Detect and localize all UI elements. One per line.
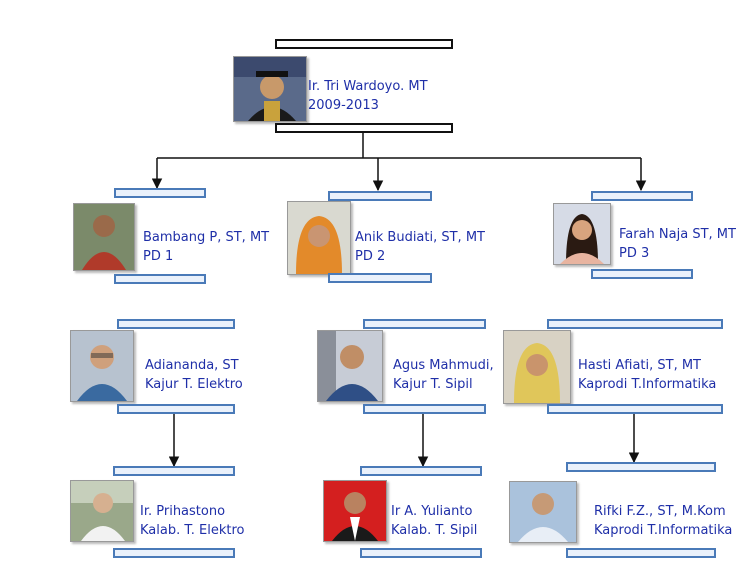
node-bar-top xyxy=(363,319,486,329)
node-bar-bottom xyxy=(275,123,453,133)
node-text: Agus Mahmudi, Kajur T. Sipil xyxy=(393,356,494,394)
node-role: 2009-2013 xyxy=(308,98,379,113)
node-role: Kalab. T. Sipil xyxy=(391,523,478,538)
node-bar-top xyxy=(566,462,716,472)
node-bar-bottom xyxy=(363,404,486,414)
node-bar-top xyxy=(114,188,206,198)
person-photo-icon xyxy=(73,203,135,271)
node-role: PD 2 xyxy=(355,249,386,264)
node-text: Bambang P, ST, MT PD 1 xyxy=(143,228,269,266)
person-photo-icon xyxy=(553,203,611,265)
person-photo-icon xyxy=(70,480,134,542)
node-name: Ir. Prihastono xyxy=(140,504,226,519)
node-bar-top xyxy=(275,39,453,49)
node-text: Adiananda, ST Kajur T. Elektro xyxy=(145,356,243,394)
node-name: Adiananda, ST xyxy=(145,358,239,373)
node-bar-bottom xyxy=(547,404,723,414)
node-text: Ir. Tri Wardoyo. MT 2009-2013 xyxy=(308,77,428,115)
node-bar-top xyxy=(328,191,432,201)
person-photo-icon xyxy=(323,480,387,542)
node-text: Farah Naja ST, MT PD 3 xyxy=(619,225,736,263)
node-bar-bottom xyxy=(114,274,206,284)
node-bar-top xyxy=(547,319,723,329)
node-role: Kaprodi T.Informatika xyxy=(578,377,717,392)
node-text: Anik Budiati, ST, MT PD 2 xyxy=(355,228,485,266)
node-name: Anik Budiati, ST, MT xyxy=(355,230,485,245)
node-bar-bottom xyxy=(117,404,235,414)
node-bar-top xyxy=(360,466,482,476)
node-bar-top xyxy=(113,466,235,476)
person-graduation-photo-icon xyxy=(233,56,307,122)
node-text: Ir A. Yulianto Kalab. T. Sipil xyxy=(391,502,477,540)
node-bar-bottom xyxy=(566,548,716,558)
node-name: Bambang P, ST, MT xyxy=(143,230,270,245)
node-role: PD 1 xyxy=(143,249,174,264)
node-text: Rifki F.Z., ST, M.Kom Kaprodi T.Informat… xyxy=(594,502,732,540)
node-bar-bottom xyxy=(591,269,693,279)
node-role: Kalab. T. Elektro xyxy=(140,523,245,538)
person-photo-icon xyxy=(70,330,134,402)
node-role: Kajur T. Sipil xyxy=(393,377,473,392)
node-role: Kaprodi T.Informatika xyxy=(594,523,733,538)
node-role: PD 3 xyxy=(619,246,650,261)
node-bar-bottom xyxy=(360,548,482,558)
node-name: Farah Naja ST, MT xyxy=(619,227,736,242)
node-name: Ir A. Yulianto xyxy=(391,504,473,519)
node-bar-top xyxy=(117,319,235,329)
node-text: Hasti Afiati, ST, MT Kaprodi T.Informati… xyxy=(578,356,716,394)
node-bar-bottom xyxy=(328,273,432,283)
node-name: Rifki F.Z., ST, M.Kom xyxy=(594,504,726,519)
person-photo-icon xyxy=(509,481,577,543)
node-role: Kajur T. Elektro xyxy=(145,377,243,392)
node-bar-bottom xyxy=(113,548,235,558)
person-hijab-photo-icon xyxy=(503,330,571,404)
node-name: Hasti Afiati, ST, MT xyxy=(578,358,701,373)
node-text: Ir. Prihastono Kalab. T. Elektro xyxy=(140,502,244,540)
person-hijab-photo-icon xyxy=(287,201,351,275)
node-bar-top xyxy=(591,191,693,201)
node-name: Agus Mahmudi, xyxy=(393,358,494,373)
node-name: Ir. Tri Wardoyo. MT xyxy=(308,79,428,94)
person-photo-icon xyxy=(317,330,383,402)
